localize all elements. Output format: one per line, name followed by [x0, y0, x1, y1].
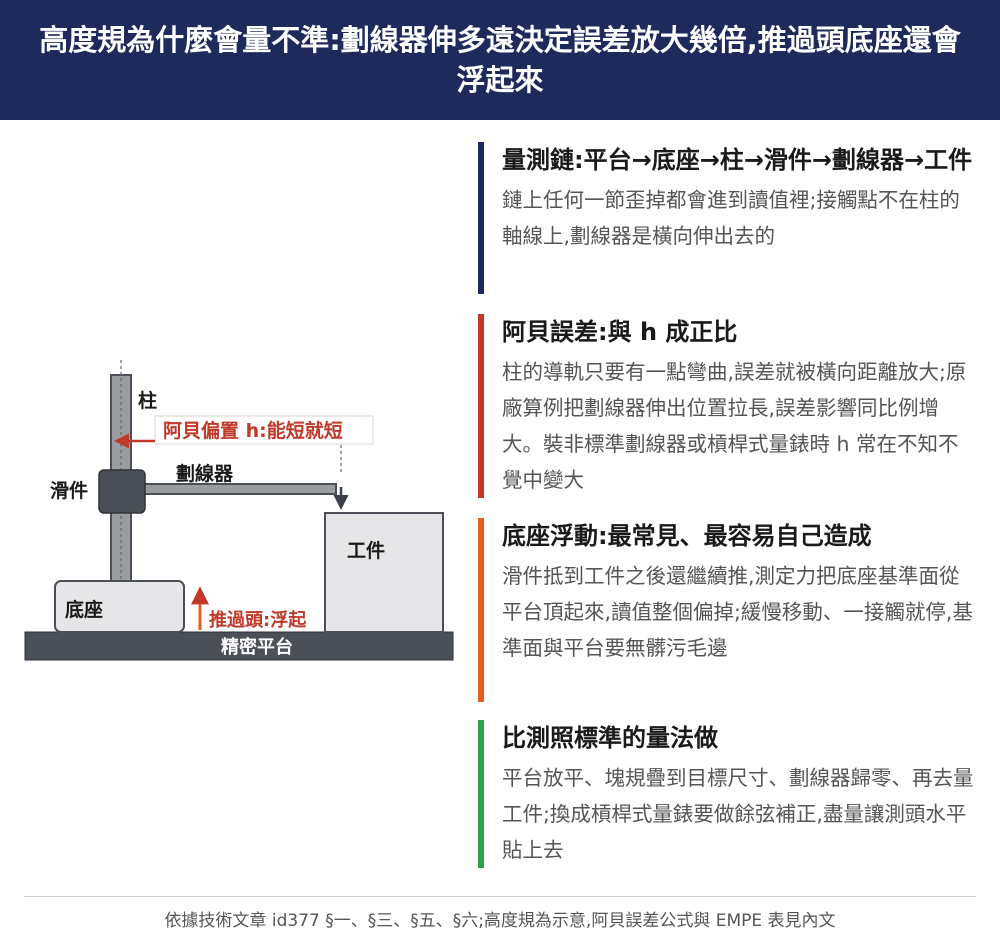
page-title: 高度規為什麼會量不準:劃線器伸多遠決定誤差放大幾倍,推過頭底座還會浮起來 [39, 23, 961, 97]
platform-plate [24, 631, 454, 661]
section-measurement-chain: 量測鏈:平台→底座→柱→滑件→劃線器→工件 鏈上任何一節歪掉都會進到讀值裡;接觸… [478, 142, 978, 294]
push-lift-label: 推過頭:浮起 [209, 609, 307, 631]
header-banner: 高度規為什麼會量不準:劃線器伸多遠決定誤差放大幾倍,推過頭底座還會浮起來 [0, 0, 1000, 120]
section-title: 底座浮動:最常見、最容易自己造成 [502, 522, 872, 550]
section-base-float: 底座浮動:最常見、最容易自己造成 滑件抵到工件之後還繼續推,測定力把底座基準面從… [478, 518, 978, 702]
section-accent-bar [478, 518, 484, 702]
workpiece-label: 工件 [347, 539, 385, 562]
section-abbe-error: 阿貝誤差:與 h 成正比 柱的導軌只要有一點彎曲,誤差就被橫向距離放大;原廠算例… [478, 314, 978, 498]
section-body: 鏈上任何一節歪掉都會進到讀值裡;接觸點不在柱的軸線上,劃線器是橫向伸出去的 [502, 188, 960, 248]
base-block [54, 580, 185, 633]
column-label: 柱 [138, 389, 157, 412]
scriber-label: 劃線器 [176, 462, 234, 485]
section-title: 量測鏈:平台→底座→柱→滑件→劃線器→工件 [502, 146, 973, 174]
footer-note: 依據技術文章 id377 §一、§三、§五、§六;高度規為示意,阿貝誤差公式與 … [164, 911, 836, 931]
section-accent-bar [478, 142, 484, 294]
slider-label: 滑件 [50, 479, 88, 502]
platform-label: 精密平台 [221, 636, 293, 658]
section-accent-bar [478, 314, 484, 498]
slider-block [98, 469, 146, 514]
section-body: 滑件抵到工件之後還繼續推,測定力把底座基準面從平台頂起來,讀值整個偏掉;緩慢移動… [502, 564, 973, 660]
height-gauge-diagram: 精密平台 工件 柱 底座 推過頭:浮起 劃線器 滑件 阿貝偏置 h:能短就短 [0, 120, 470, 890]
section-title: 比測照標準的量法做 [502, 724, 718, 752]
scriber-arm [142, 483, 337, 495]
section-body: 平台放平、塊規疊到目標尺寸、劃線器歸零、再去量工件;換成槓桿式量錶要做餘弦補正,… [502, 766, 974, 862]
section-standard-method: 比測照標準的量法做 平台放平、塊規疊到目標尺寸、劃線器歸零、再去量工件;換成槓桿… [478, 720, 978, 868]
abbe-offset-label: 阿貝偏置 h:能短就短 [163, 419, 343, 442]
section-accent-bar [478, 720, 484, 868]
abbe-label-box [154, 415, 374, 445]
height-gauge-svg: 精密平台 工件 柱 底座 推過頭:浮起 劃線器 滑件 阿貝偏置 h:能短就短 [24, 360, 454, 661]
base-label: 底座 [65, 598, 103, 621]
footer-divider [24, 896, 976, 897]
section-body: 柱的導軌只要有一點彎曲,誤差就被橫向距離放大;原廠算例把劃線器伸出位置拉長,誤差… [502, 360, 967, 492]
workpiece-block [324, 512, 444, 633]
section-title: 阿貝誤差:與 h 成正比 [502, 318, 738, 346]
